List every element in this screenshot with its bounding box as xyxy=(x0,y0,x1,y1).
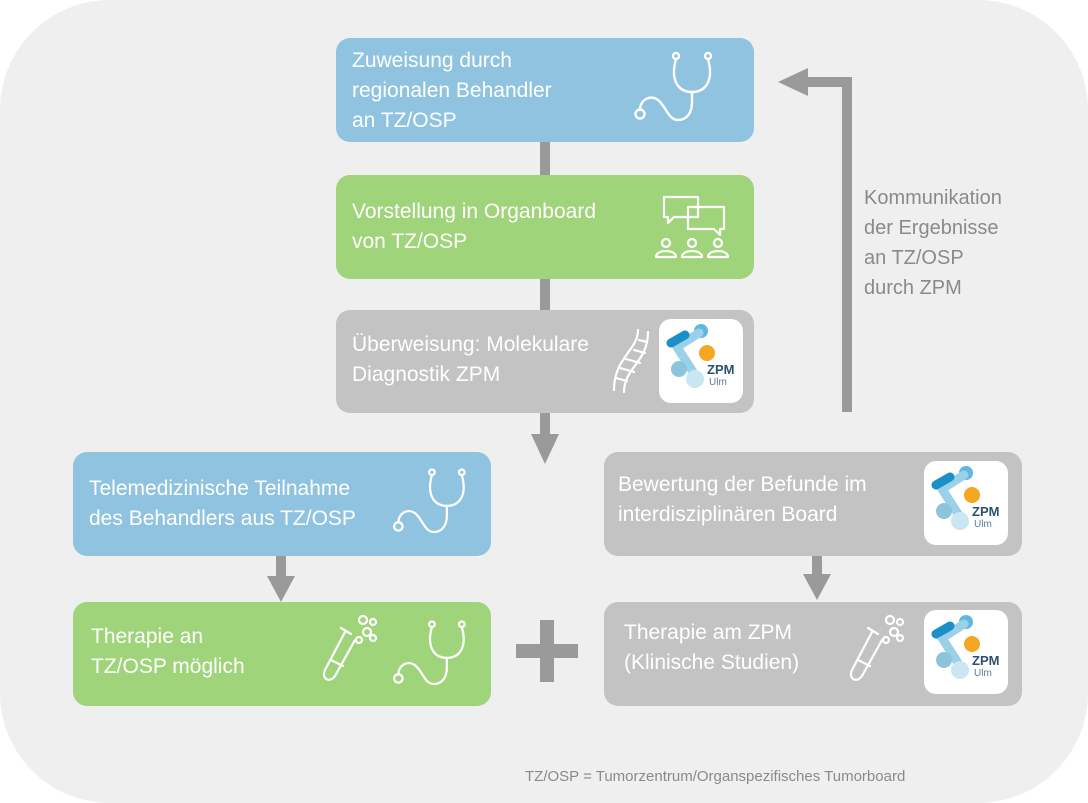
zpm-logo-name: ZPM xyxy=(707,362,735,377)
box-zuweisung-text: Zuweisung durch regionalen Behandler an … xyxy=(352,49,552,132)
connector-2 xyxy=(540,279,550,310)
arrow-down-icon xyxy=(267,576,295,602)
feedback-vertical xyxy=(842,77,852,412)
arrow-left-icon xyxy=(778,68,808,96)
zpm-logo: ZPM Ulm xyxy=(924,461,1008,545)
test-tube-icon xyxy=(322,614,378,681)
stethoscope-icon xyxy=(393,468,466,534)
zpm-logo-sub: Ulm xyxy=(974,519,992,530)
zpm-logo-name: ZPM xyxy=(972,653,1000,668)
connector-left xyxy=(276,556,286,578)
zpm-logo-sub: Ulm xyxy=(709,377,727,388)
box-vorstellung-text: Vorstellung in Organboard von TZ/OSP xyxy=(352,200,596,253)
zpm-logo-mark xyxy=(666,324,715,388)
connector-3 xyxy=(540,412,550,436)
connector-1 xyxy=(540,142,550,177)
box-vorstellung: Vorstellung in Organboard von TZ/OSP xyxy=(336,175,754,279)
box-therapie-zpm-text: Therapie am ZPM (Klinische Studien) xyxy=(624,621,800,674)
stethoscope-icon xyxy=(393,620,466,686)
box-bewertung: Bewertung der Befunde im interdisziplinä… xyxy=(604,452,1022,556)
plus-icon xyxy=(516,620,578,682)
dna-icon xyxy=(612,328,650,394)
zpm-logo-mark xyxy=(931,615,980,679)
communication-label: Kommunikation der Ergebnisse an TZ/OSP d… xyxy=(864,187,1002,299)
stethoscope-icon xyxy=(634,51,713,122)
footnote: TZ/OSP = Tumorzentrum/Organspezifisches … xyxy=(525,768,906,785)
zpm-logo: ZPM Ulm xyxy=(659,319,743,403)
arrow-down-icon xyxy=(803,574,831,600)
feedback-horizontal xyxy=(806,77,852,87)
connector-right xyxy=(812,556,822,576)
box-therapie-zpm: Therapie am ZPM (Klinische Studien) ZPM … xyxy=(604,602,1022,706)
zpm-logo: ZPM Ulm xyxy=(924,610,1008,694)
test-tube-icon xyxy=(849,614,905,681)
box-ueberweisung: Überweisung: Molekulare Diagnostik ZPM Z… xyxy=(336,310,754,413)
box-bewertung-text: Bewertung der Befunde im interdisziplinä… xyxy=(618,473,867,526)
box-telemedizin-text: Telemedizinische Teilnahme des Behandler… xyxy=(89,477,356,530)
box-therapie-tz-text: Therapie an TZ/OSP möglich xyxy=(91,625,245,678)
zpm-logo-mark xyxy=(931,466,980,530)
box-ueberweisung-text: Überweisung: Molekulare Diagnostik ZPM xyxy=(352,333,589,386)
box-telemedizin: Telemedizinische Teilnahme des Behandler… xyxy=(73,452,491,556)
arrow-down-icon xyxy=(531,434,559,464)
chat-group-icon xyxy=(654,195,730,259)
box-zuweisung: Zuweisung durch regionalen Behandler an … xyxy=(336,38,754,142)
zpm-logo-name: ZPM xyxy=(972,504,1000,519)
box-therapie-tz: Therapie an TZ/OSP möglich xyxy=(73,602,491,706)
zpm-logo-sub: Ulm xyxy=(974,668,992,679)
